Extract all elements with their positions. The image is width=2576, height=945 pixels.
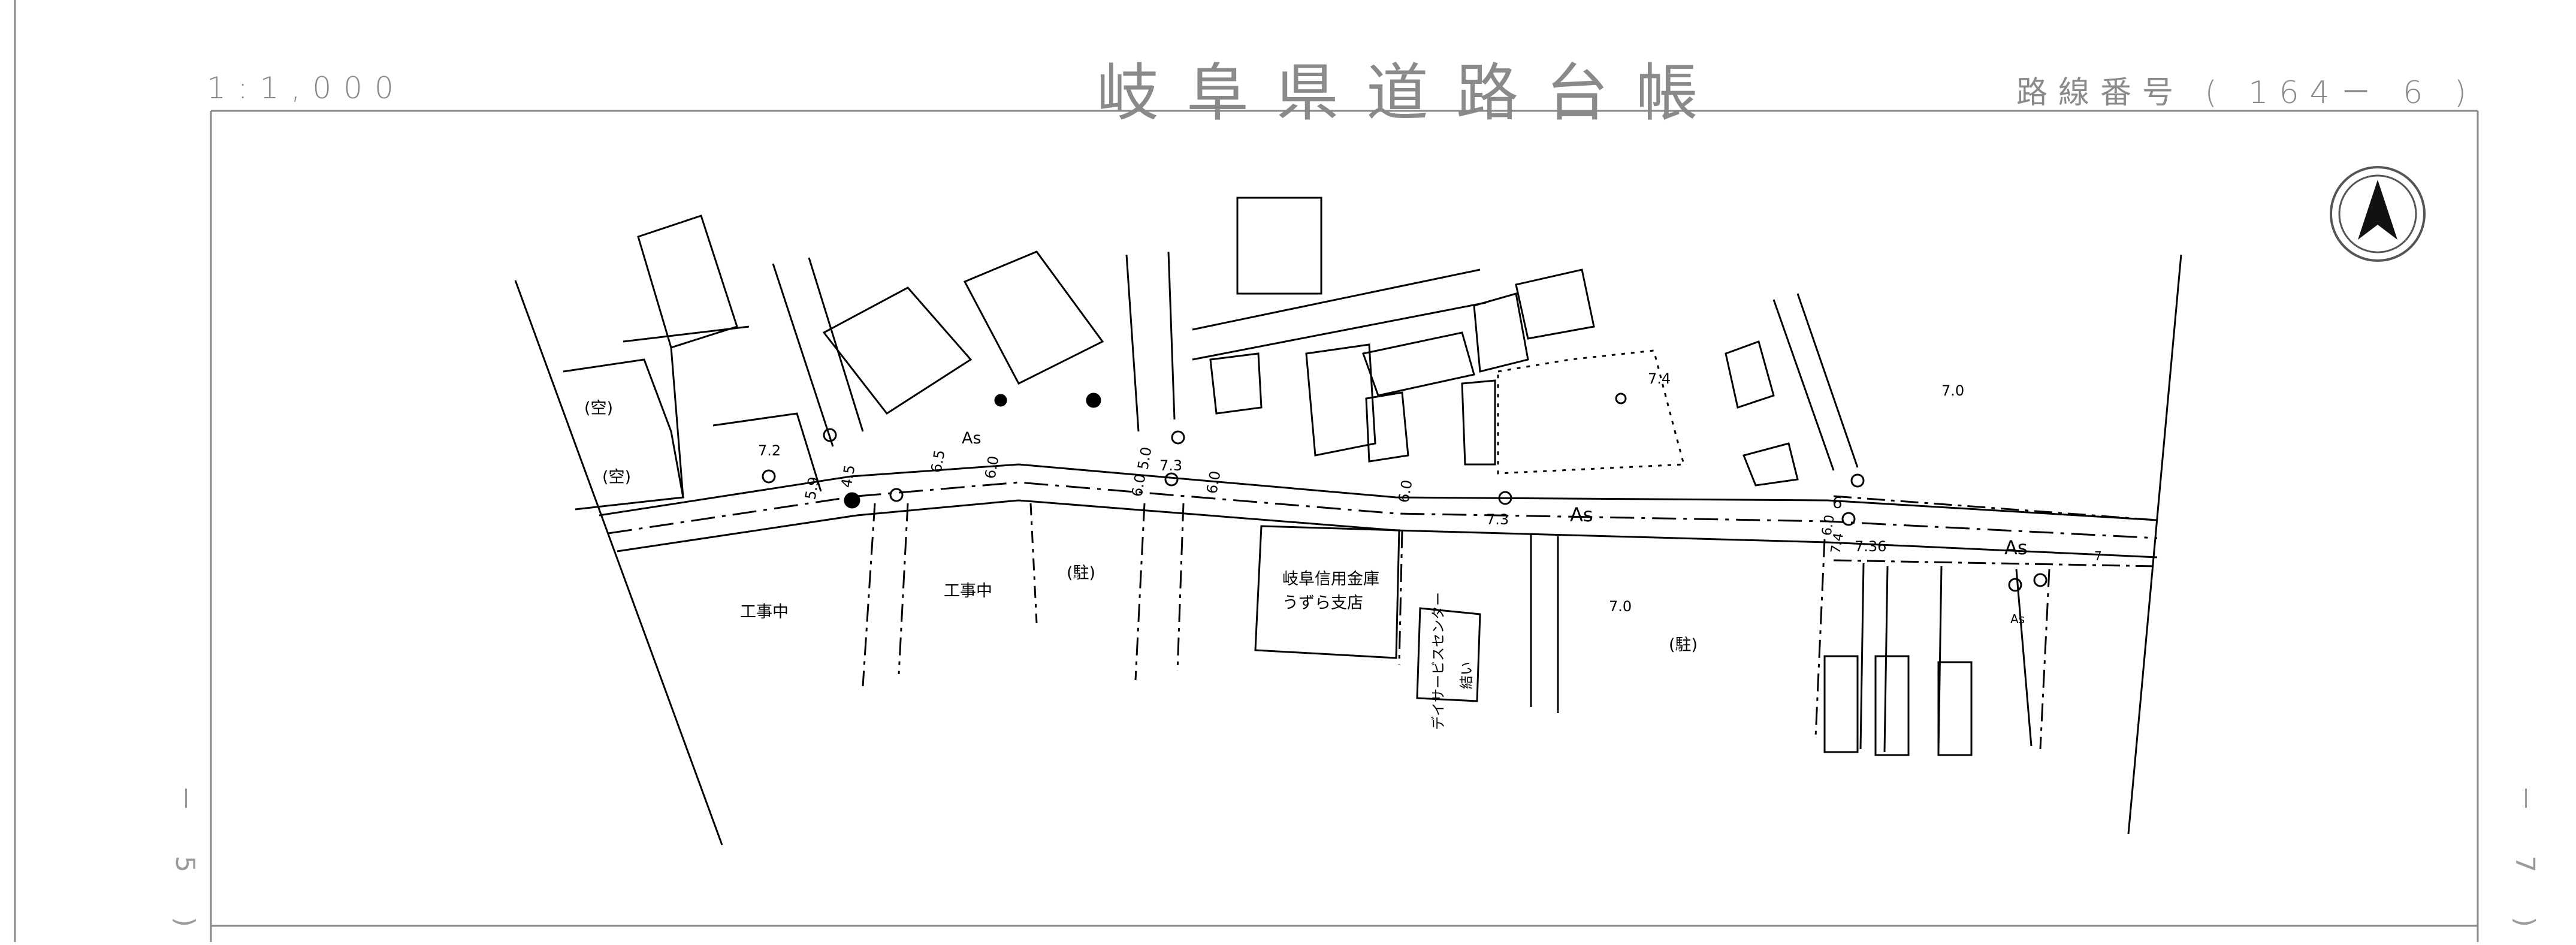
- width-6-0a: 6.0: [982, 455, 1002, 480]
- parking-label-1: (駐): [1067, 564, 1095, 582]
- width-7-3a: 7.3: [1159, 457, 1182, 474]
- width-7-36: 7.36: [1855, 538, 1886, 555]
- width-6-0e: 6.0: [1819, 514, 1838, 537]
- surface-as-1: As: [962, 429, 982, 448]
- service-center-sub-label: 結い: [1459, 662, 1475, 689]
- width-6-0d: 6.0: [1395, 479, 1415, 504]
- surface-as-3: As: [2004, 536, 2028, 559]
- width-6-5: 6.5: [928, 449, 948, 474]
- surface-as-4: As: [2010, 612, 2025, 626]
- route-number-value: ( 164－ 6 ): [2204, 75, 2478, 111]
- route-number: 路線番号 ( 164－ 6 ): [2016, 67, 2477, 112]
- width-7-3b: 7.3: [1486, 511, 1509, 528]
- width-7-0a: 7.0: [1609, 598, 1632, 615]
- sheet-frame: [14, 0, 2479, 942]
- width-6-0c: 6.0: [1203, 470, 1224, 495]
- parking-label-2: (駐): [1669, 636, 1698, 654]
- width-6: 6: [1832, 494, 1843, 512]
- service-center-label: デイサービスセンター: [1431, 592, 1446, 730]
- surface-as-2: As: [1570, 503, 1593, 526]
- construction-label-1: 工事中: [740, 603, 789, 621]
- map-scale: 1:1,000: [207, 71, 406, 105]
- map-labels: (空) (空) 工事中 工事中 (駐) (駐) 岐阜信用金庫 うずら支店 デイサ…: [584, 370, 2102, 730]
- width-7-small: 7: [2094, 549, 2102, 563]
- road-markers: [762, 393, 2047, 592]
- width-5-0: 5.0: [1134, 446, 1155, 471]
- width-7-4b: 7.4: [1828, 532, 1847, 555]
- route-label: 路線番号: [2016, 75, 2185, 111]
- bank-branch-label: うずら支店: [1282, 594, 1363, 612]
- width-4-5: 4.5: [838, 464, 858, 489]
- vacant-label-2: (空): [602, 468, 631, 487]
- width-7-2: 7.2: [758, 442, 781, 459]
- map-linework: [514, 197, 2182, 846]
- sheet-title: 岐阜県道路台帳: [1097, 56, 1726, 129]
- vacant-label-1: (空): [584, 399, 613, 418]
- width-6-0b: 6.0: [1128, 473, 1149, 498]
- bank-name-label: 岐阜信用金庫: [1282, 570, 1379, 588]
- north-arrow-icon: [2330, 166, 2426, 262]
- width-7-4: 7.4: [1648, 370, 1671, 387]
- width-7-0b: 7.0: [1941, 382, 1964, 399]
- construction-label-2: 工事中: [944, 582, 992, 600]
- width-5-9: 5.9: [802, 476, 822, 501]
